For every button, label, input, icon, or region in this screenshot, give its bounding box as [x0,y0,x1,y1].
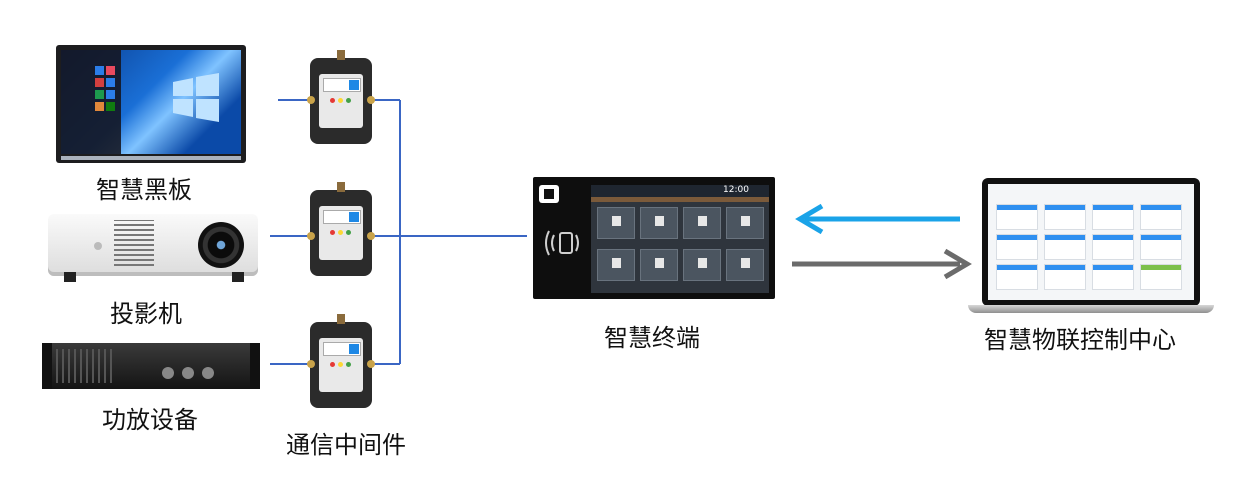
amplifier-image [42,343,260,389]
laptop-base [968,305,1214,313]
middleware-module-1 [307,50,375,144]
control-center-laptop-image [982,178,1200,306]
terminal-logo-icon [539,185,559,203]
arrow-left-icon [795,203,960,235]
terminal-clock: 12:00 [723,185,749,195]
smart-terminal-image: 12:00 [533,177,775,299]
middleware-label: 通信中间件 [286,431,406,459]
projector-image [48,214,258,276]
smart-board-label: 智慧黑板 [96,176,192,204]
amplifier-label: 功放设备 [102,406,198,434]
smart-board-image [56,45,246,163]
smart-terminal-label: 智慧终端 [604,324,700,352]
projector-label: 投影机 [110,300,182,328]
arrow-right-icon [792,248,972,280]
middleware-module-2 [307,182,375,276]
middleware-module-3 [307,314,375,408]
control-center-label: 智慧物联控制中心 [984,326,1176,354]
windows-logo [173,73,219,122]
rfid-card-icon [545,230,579,256]
